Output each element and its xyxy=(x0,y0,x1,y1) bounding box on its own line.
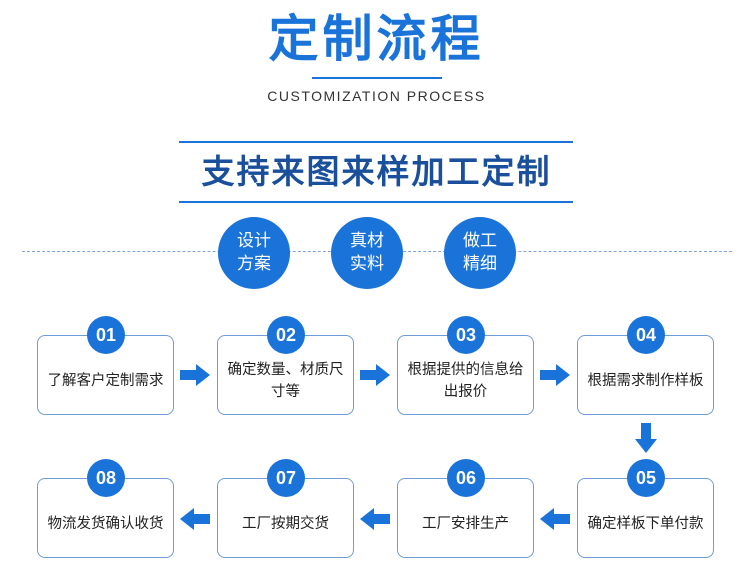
arrow-down-icon xyxy=(635,423,657,453)
feature-label: 设计 xyxy=(237,231,271,251)
feature-label: 实料 xyxy=(350,254,384,274)
slogan: 支持来图来样加工定制 xyxy=(201,152,552,191)
step-card-02: 确定数量、材质尺寸等 xyxy=(217,335,354,415)
step-text: 了解客户定制需求 xyxy=(47,373,164,389)
feature-label: 做工 xyxy=(463,231,497,251)
page-title: 定制流程 xyxy=(268,10,485,68)
feature-label: 方案 xyxy=(237,254,271,274)
arrow-left-icon xyxy=(360,508,390,530)
slogan-top-rule xyxy=(179,141,573,143)
step-text: 工厂安排生产 xyxy=(422,516,509,532)
step-badge: 03 xyxy=(447,316,485,354)
arrow-left-icon xyxy=(540,508,570,530)
step-badge: 05 xyxy=(627,459,665,497)
step-badge: 04 xyxy=(627,316,665,354)
step-badge: 07 xyxy=(267,459,305,497)
feature-label: 精细 xyxy=(463,254,497,274)
arrow-right-icon xyxy=(180,364,210,386)
arrow-right-icon xyxy=(360,364,390,386)
step-text: 确定样板下单付款 xyxy=(587,516,704,532)
step-text: 根据提供的信息给出报价 xyxy=(407,362,524,400)
step-text: 物流发货确认收货 xyxy=(47,516,164,532)
arrow-right-icon xyxy=(540,364,570,386)
step-badge: 06 xyxy=(447,459,485,497)
step-badge: 02 xyxy=(267,316,305,354)
step-text: 确定数量、材质尺寸等 xyxy=(227,362,344,400)
arrow-left-icon xyxy=(180,508,210,530)
step-text: 根据需求制作样板 xyxy=(587,373,704,389)
step-text: 工厂按期交货 xyxy=(242,516,329,532)
step-card-01: 了解客户定制需求 xyxy=(37,335,174,415)
slogan-bottom-rule xyxy=(179,201,573,203)
title-underline xyxy=(312,77,442,79)
feature-material: 真材 实料 xyxy=(331,217,403,289)
feature-design: 设计 方案 xyxy=(218,217,290,289)
feature-craft: 做工 精细 xyxy=(444,217,516,289)
step-badge: 08 xyxy=(87,459,125,497)
step-badge: 01 xyxy=(87,316,125,354)
page-subtitle: CUSTOMIZATION PROCESS xyxy=(267,88,486,104)
feature-label: 真材 xyxy=(350,231,384,251)
